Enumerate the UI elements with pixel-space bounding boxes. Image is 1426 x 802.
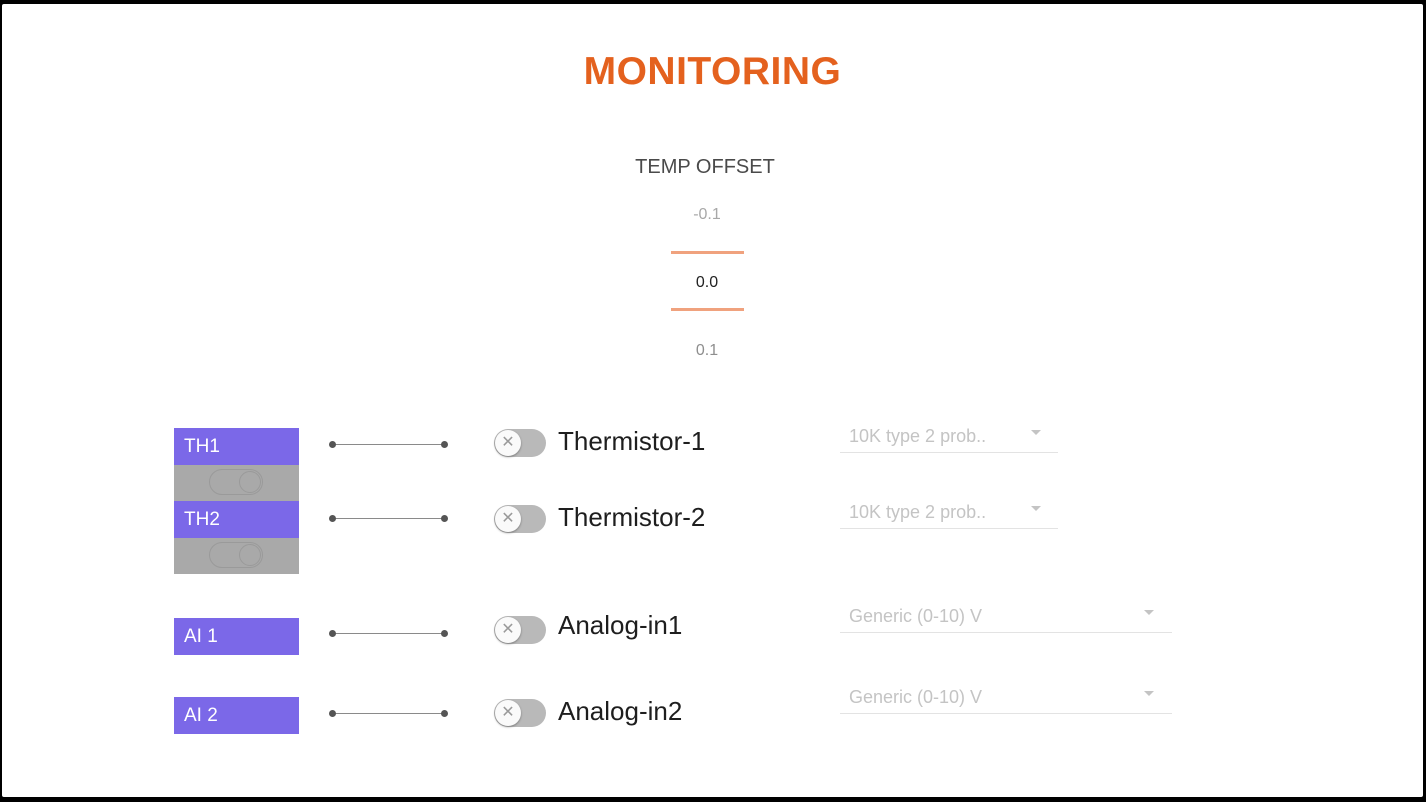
th2-chip: TH2 [174, 501, 299, 538]
analog-in1-type-value: Generic (0-10) V [849, 606, 983, 626]
th1-wire [329, 441, 448, 448]
analog-in2-toggle[interactable]: ✕ [494, 699, 546, 727]
temp-offset-picker[interactable]: -0.1 0.0 0.1 [662, 196, 752, 374]
th1-chip: TH1 [174, 428, 299, 465]
analog-in2-label: Analog-in2 [558, 696, 683, 726]
thermistor-2-toggle[interactable]: ✕ [494, 505, 546, 533]
close-icon: ✕ [495, 617, 521, 643]
picker-divider-bottom [671, 308, 744, 311]
th2-chip-extension [174, 538, 299, 574]
picker-divider-top [671, 251, 744, 254]
ghost-toggle-outline [209, 542, 263, 568]
dropdown-arrow-icon [1144, 691, 1154, 696]
analog-in2-type-value: Generic (0-10) V [849, 687, 983, 707]
ai2-wire [329, 710, 448, 717]
temp-offset-label: TEMP OFFSET [635, 156, 775, 178]
temp-offset-previous-value[interactable]: -0.1 [693, 206, 721, 223]
close-icon: ✕ [495, 506, 521, 532]
analog-in1-type-select[interactable]: Generic (0-10) V [840, 602, 1172, 633]
analog-in1-label: Analog-in1 [558, 610, 683, 640]
monitoring-screen: MONITORING TEMP OFFSET -0.1 0.0 0.1 TH1 … [2, 4, 1423, 797]
th1-chip-extension [174, 465, 299, 501]
ai1-wire [329, 630, 448, 637]
temp-offset-next-value[interactable]: 0.1 [695, 342, 719, 359]
dropdown-arrow-icon [1031, 506, 1041, 511]
thermistor-2-label: Thermistor-2 [558, 502, 706, 532]
temp-offset-current-value[interactable]: 0.0 [695, 274, 719, 291]
dropdown-arrow-icon [1031, 430, 1041, 435]
thermistor-1-label: Thermistor-1 [558, 426, 706, 456]
close-icon: ✕ [495, 700, 521, 726]
dropdown-arrow-icon [1144, 610, 1154, 615]
ai1-chip: AI 1 [174, 618, 299, 655]
ai2-chip: AI 2 [174, 697, 299, 734]
close-icon: ✕ [495, 430, 521, 456]
page-title: MONITORING [583, 50, 842, 93]
thermistor-1-toggle[interactable]: ✕ [494, 429, 546, 457]
ghost-toggle-outline [209, 469, 263, 495]
thermistor-2-probe-select[interactable]: 10K type 2 prob.. [840, 498, 1058, 529]
analog-in2-type-select[interactable]: Generic (0-10) V [840, 683, 1172, 714]
thermistor-1-probe-value: 10K type 2 prob.. [849, 426, 987, 446]
thermistor-1-probe-select[interactable]: 10K type 2 prob.. [840, 422, 1058, 453]
analog-in1-toggle[interactable]: ✕ [494, 616, 546, 644]
thermistor-2-probe-value: 10K type 2 prob.. [849, 502, 987, 522]
th2-wire [329, 515, 448, 522]
